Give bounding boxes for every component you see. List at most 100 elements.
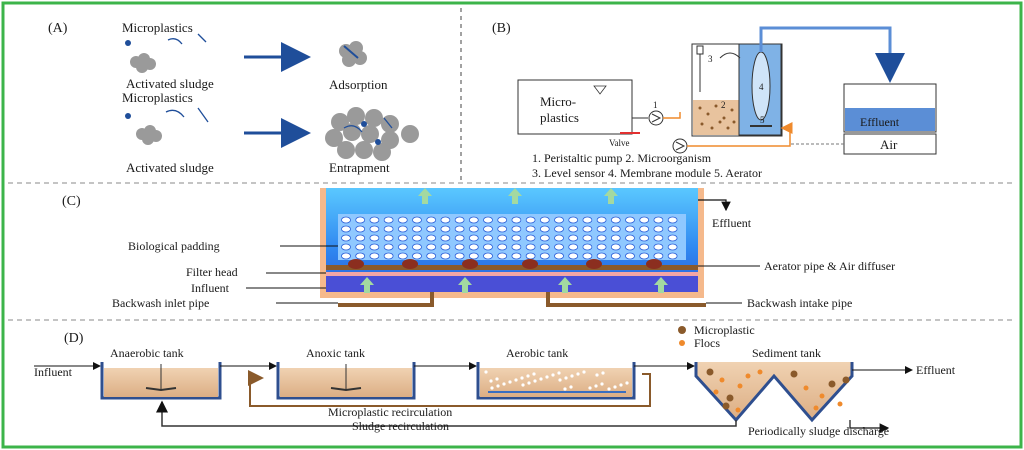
padding-media-element xyxy=(426,234,437,242)
level-sensor-number: 3 xyxy=(708,54,713,64)
padding-media-element xyxy=(667,225,678,233)
aerobic-tank xyxy=(476,362,636,400)
microplastic-fiber xyxy=(197,33,207,43)
padding-media-element xyxy=(355,234,366,242)
padding-media-element xyxy=(667,252,678,260)
padding-media-element xyxy=(426,216,437,224)
padding-media-element xyxy=(454,225,465,233)
padding-media-element xyxy=(568,252,579,260)
air-bubble xyxy=(495,377,499,381)
padding-media-element xyxy=(554,243,564,251)
air-bubble xyxy=(502,382,506,386)
sediment-tank xyxy=(694,362,854,423)
padding-media-element xyxy=(539,216,550,224)
air-bubble xyxy=(489,379,493,383)
padding-media-element xyxy=(483,243,493,251)
padding-media-element xyxy=(525,234,536,242)
padding-media-element xyxy=(625,243,635,251)
microplastic-particle xyxy=(125,40,131,46)
padding-media-element xyxy=(355,252,366,260)
sediment-microplastic xyxy=(722,402,730,410)
padding-media-element xyxy=(525,225,536,233)
padding-media-element xyxy=(596,225,607,233)
padding-media-element xyxy=(639,216,650,224)
sediment-microplastic xyxy=(842,376,850,384)
panel-b: (B) Micro- plastics Valve 1 4 3 2 5 xyxy=(492,21,937,180)
padding-media-element xyxy=(369,243,380,251)
aerator-pipe xyxy=(326,265,698,270)
padding-media-element xyxy=(639,243,650,251)
air-bubble xyxy=(595,373,599,377)
air-bubble xyxy=(557,371,561,375)
padding-media-element xyxy=(497,216,508,224)
sediment-microplastic xyxy=(828,380,836,388)
padding-media-element xyxy=(610,225,621,233)
padding-media-element xyxy=(667,216,678,224)
air-bubble xyxy=(490,386,494,390)
valve-label: Valve xyxy=(609,138,630,148)
air-bubble xyxy=(601,371,605,375)
padding-media-element xyxy=(511,216,522,224)
air-label: Air xyxy=(880,137,898,152)
padding-media-element xyxy=(554,234,564,242)
sediment-microplastic xyxy=(726,394,734,402)
padding-media-element xyxy=(383,234,394,242)
padding-media-element xyxy=(539,252,550,260)
padding-media-element xyxy=(525,252,536,260)
air-bubble xyxy=(594,384,598,388)
padding-media-element xyxy=(511,243,522,251)
padding-media-element xyxy=(412,216,422,224)
padding-media-element xyxy=(369,216,380,224)
air-bubble xyxy=(508,380,512,384)
activated-sludge-label-bottom: Activated sludge xyxy=(126,160,214,175)
padding-media-element xyxy=(454,234,465,242)
padding-media-element xyxy=(497,252,508,260)
microorganisms xyxy=(698,104,736,130)
effluent-pipe xyxy=(759,26,905,83)
sludge-recirculation-line xyxy=(156,400,737,427)
padding-media-element xyxy=(582,252,593,260)
padding-media-element xyxy=(554,225,564,233)
padding-media-element xyxy=(582,225,593,233)
padding-media-element xyxy=(341,243,351,251)
baf-effluent-label: Effluent xyxy=(712,216,752,230)
padding-media-element xyxy=(369,252,380,260)
padding-media-element xyxy=(468,234,479,242)
anoxic-mixer-blade xyxy=(330,387,362,392)
sludge-recirculation-label: Sludge recirculation xyxy=(352,419,449,433)
air-bubble xyxy=(558,378,562,382)
level-sensor-head xyxy=(696,45,704,55)
padding-media-element xyxy=(511,234,522,242)
padding-media-element xyxy=(341,234,351,242)
padding-media-element xyxy=(440,252,451,260)
microplastic-fiber xyxy=(167,38,183,45)
entrapment-floc xyxy=(325,107,419,161)
microplastic-particle xyxy=(125,113,131,119)
padding-media-element xyxy=(497,225,508,233)
padding-media-element xyxy=(383,252,394,260)
sediment-floc xyxy=(803,385,809,391)
membrane-number: 4 xyxy=(759,82,764,92)
padding-media-element xyxy=(653,216,664,224)
padding-media-element xyxy=(412,243,422,251)
sediment-floc xyxy=(719,377,725,383)
panel-a: (A) Microplastics Activated sludge Adsor… xyxy=(48,20,419,175)
backwash-inlet-label: Backwash inlet pipe xyxy=(112,296,209,310)
sediment-microplastic xyxy=(706,368,714,376)
air-bubble xyxy=(551,373,555,377)
padding-media-element xyxy=(639,252,650,260)
padding-media-element xyxy=(582,243,593,251)
padding-media-element xyxy=(596,243,607,251)
pump-icon xyxy=(651,113,662,123)
padding-media-element xyxy=(483,225,493,233)
padding-media-element xyxy=(483,252,493,260)
sediment-microplastics xyxy=(706,368,850,413)
microplastic-recirculation-line xyxy=(248,370,651,407)
legend-flocs-label: Flocs xyxy=(694,336,720,350)
air-bubble xyxy=(588,386,592,390)
anaerobic-tank xyxy=(100,362,222,400)
panel-c: (C) Effluent Biological padding Filter h… xyxy=(62,188,895,310)
air-bubble xyxy=(496,384,500,388)
air-bubble xyxy=(625,381,629,385)
padding-media-element xyxy=(397,234,408,242)
